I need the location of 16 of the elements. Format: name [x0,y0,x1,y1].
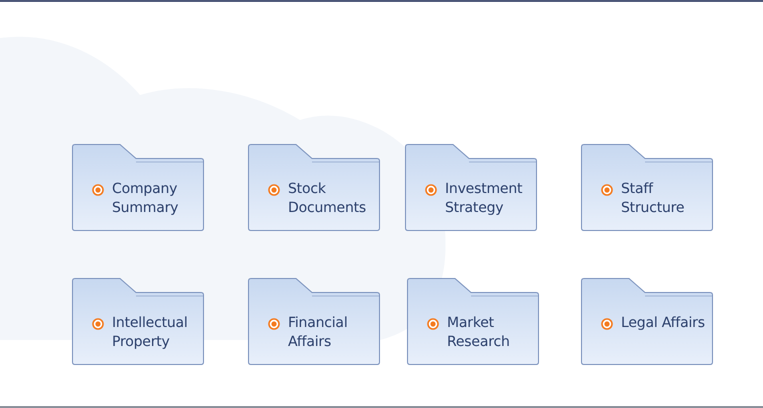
folder-card [72,278,204,365]
folder-label: Financial Affairs [288,314,349,352]
folder-card [407,278,539,365]
folder-card [248,144,380,231]
folder-label: Company Summary [112,180,180,218]
folder-label: Stock Documents [288,180,368,218]
folder-label: Staff Structure [621,180,686,218]
folder-label: Investment Strategy [445,180,524,218]
folder-label: Legal Affairs [621,314,706,333]
folder-label: Intellectual Property [112,314,189,352]
folder-card [248,278,380,365]
folder-card [581,278,713,365]
folder-label: Market Research [447,314,511,352]
folder-card [581,144,713,231]
folder-card [72,144,204,231]
folder-card [405,144,537,231]
